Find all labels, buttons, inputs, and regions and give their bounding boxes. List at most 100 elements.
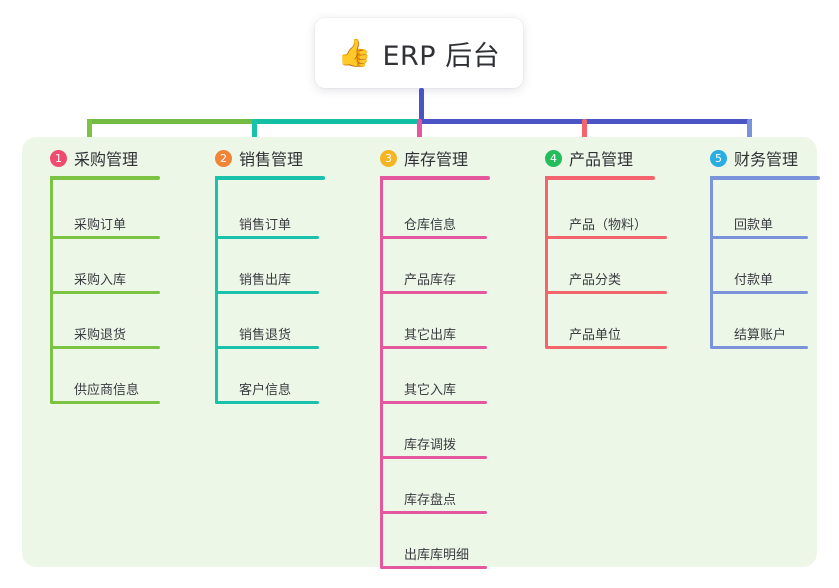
column-spine xyxy=(380,176,383,568)
leaf-rule xyxy=(710,236,808,239)
leaf-label: 客户信息 xyxy=(239,383,292,398)
leaf-rule xyxy=(50,236,160,239)
column-spine xyxy=(50,176,53,403)
leaf-label: 结算账户 xyxy=(734,328,787,343)
column-1[interactable]: 1 采购管理采购订单采购入库采购退货供应商信息 xyxy=(36,145,160,404)
column-spine xyxy=(545,176,548,348)
column-header[interactable]: 2 销售管理 xyxy=(201,145,303,171)
leaf-rule xyxy=(380,401,487,404)
leaf-rule xyxy=(545,346,667,349)
column-title: 库存管理 xyxy=(404,150,469,169)
leaf-label: 产品单位 xyxy=(569,328,622,343)
column-title: 采购管理 xyxy=(74,150,139,169)
leaf-node[interactable]: 库存调拨 xyxy=(380,432,489,460)
leaf-node[interactable]: 其它出库 xyxy=(380,322,489,350)
leaf-label: 其它出库 xyxy=(404,328,457,343)
leaf-node[interactable]: 客户信息 xyxy=(215,377,321,405)
leaf-label: 产品库存 xyxy=(404,273,457,288)
column-number-badge: 5 xyxy=(710,149,727,167)
leaf-node[interactable]: 库存盘点 xyxy=(380,487,489,515)
column-header-rule xyxy=(545,176,655,180)
leaf-label: 采购退货 xyxy=(74,328,127,343)
leaf-rule xyxy=(545,236,667,239)
column-drop-stem xyxy=(87,119,92,143)
leaf-label: 付款单 xyxy=(734,273,774,288)
leaf-node[interactable]: 销售退货 xyxy=(215,322,321,350)
column-3[interactable]: 3 库存管理仓库信息产品库存其它出库其它入库库存调拨库存盘点出库库明细 xyxy=(366,145,490,569)
leaf-rule xyxy=(380,456,487,459)
leaf-label: 回款单 xyxy=(734,218,774,233)
column-number-badge: 2 xyxy=(215,149,232,167)
leaf-label: 出库库明细 xyxy=(404,548,470,563)
leaf-node[interactable]: 采购入库 xyxy=(50,267,162,295)
leaf-node[interactable]: 产品（物料） xyxy=(545,212,669,240)
leaf-rule xyxy=(380,346,487,349)
thumbs-up-icon: 👍 xyxy=(337,37,372,69)
leaf-rule xyxy=(50,346,160,349)
leaf-node[interactable]: 其它入库 xyxy=(380,377,489,405)
root-title: ERP 后台 xyxy=(382,40,501,72)
leaf-rule xyxy=(380,566,487,569)
leaf-rule xyxy=(50,291,160,294)
leaf-node[interactable]: 采购订单 xyxy=(50,212,162,240)
column-header-rule xyxy=(215,176,325,180)
leaf-label: 采购入库 xyxy=(74,273,127,288)
leaf-rule xyxy=(215,236,319,239)
leaf-label: 产品（物料） xyxy=(569,218,648,233)
bus-segment-green xyxy=(87,119,252,124)
leaf-rule xyxy=(380,236,487,239)
leaf-label: 仓库信息 xyxy=(404,218,457,233)
leaf-label: 销售出库 xyxy=(239,273,292,288)
leaf-node[interactable]: 产品单位 xyxy=(545,322,669,350)
column-drop-stem xyxy=(252,119,257,143)
leaf-node[interactable]: 销售出库 xyxy=(215,267,321,295)
column-2[interactable]: 2 销售管理销售订单销售出库销售退货客户信息 xyxy=(201,145,325,404)
leaf-label: 采购订单 xyxy=(74,218,127,233)
bus-segment-teal xyxy=(252,119,424,124)
leaf-node[interactable]: 供应商信息 xyxy=(50,377,162,405)
leaf-node[interactable]: 仓库信息 xyxy=(380,212,489,240)
leaf-label: 销售订单 xyxy=(239,218,292,233)
root-node[interactable]: 👍 ERP 后台 xyxy=(315,18,523,88)
root-stem xyxy=(419,88,424,124)
leaf-label: 库存调拨 xyxy=(404,438,457,453)
column-header-rule xyxy=(380,176,490,180)
leaf-node[interactable]: 回款单 xyxy=(710,212,810,240)
column-header-rule xyxy=(710,176,820,180)
leaf-rule xyxy=(710,291,808,294)
column-header[interactable]: 1 采购管理 xyxy=(36,145,138,171)
leaf-node[interactable]: 销售订单 xyxy=(215,212,321,240)
column-header[interactable]: 5 财务管理 xyxy=(696,145,798,171)
leaf-rule xyxy=(545,291,667,294)
leaf-label: 库存盘点 xyxy=(404,493,457,508)
leaf-rule xyxy=(710,346,808,349)
column-drop-stem xyxy=(747,119,752,143)
leaf-rule xyxy=(50,401,160,404)
leaf-rule xyxy=(380,511,487,514)
column-title: 销售管理 xyxy=(239,150,304,169)
column-drop-stem xyxy=(582,119,587,143)
column-title: 财务管理 xyxy=(734,150,799,169)
column-5[interactable]: 5 财务管理回款单付款单结算账户 xyxy=(696,145,820,349)
leaf-node[interactable]: 结算账户 xyxy=(710,322,810,350)
leaf-rule xyxy=(215,346,319,349)
column-number-badge: 3 xyxy=(380,149,397,167)
leaf-node[interactable]: 采购退货 xyxy=(50,322,162,350)
leaf-node[interactable]: 出库库明细 xyxy=(380,542,489,570)
column-number-badge: 1 xyxy=(50,149,67,167)
leaf-label: 供应商信息 xyxy=(74,383,140,398)
column-header-rule xyxy=(50,176,160,180)
leaf-rule xyxy=(215,401,319,404)
leaf-node[interactable]: 产品分类 xyxy=(545,267,669,295)
column-spine xyxy=(215,176,218,403)
column-number-badge: 4 xyxy=(545,149,562,167)
leaf-rule xyxy=(215,291,319,294)
column-header[interactable]: 3 库存管理 xyxy=(366,145,468,171)
column-drop-stem xyxy=(417,119,422,143)
leaf-node[interactable]: 产品库存 xyxy=(380,267,489,295)
leaf-node[interactable]: 付款单 xyxy=(710,267,810,295)
leaf-label: 其它入库 xyxy=(404,383,457,398)
